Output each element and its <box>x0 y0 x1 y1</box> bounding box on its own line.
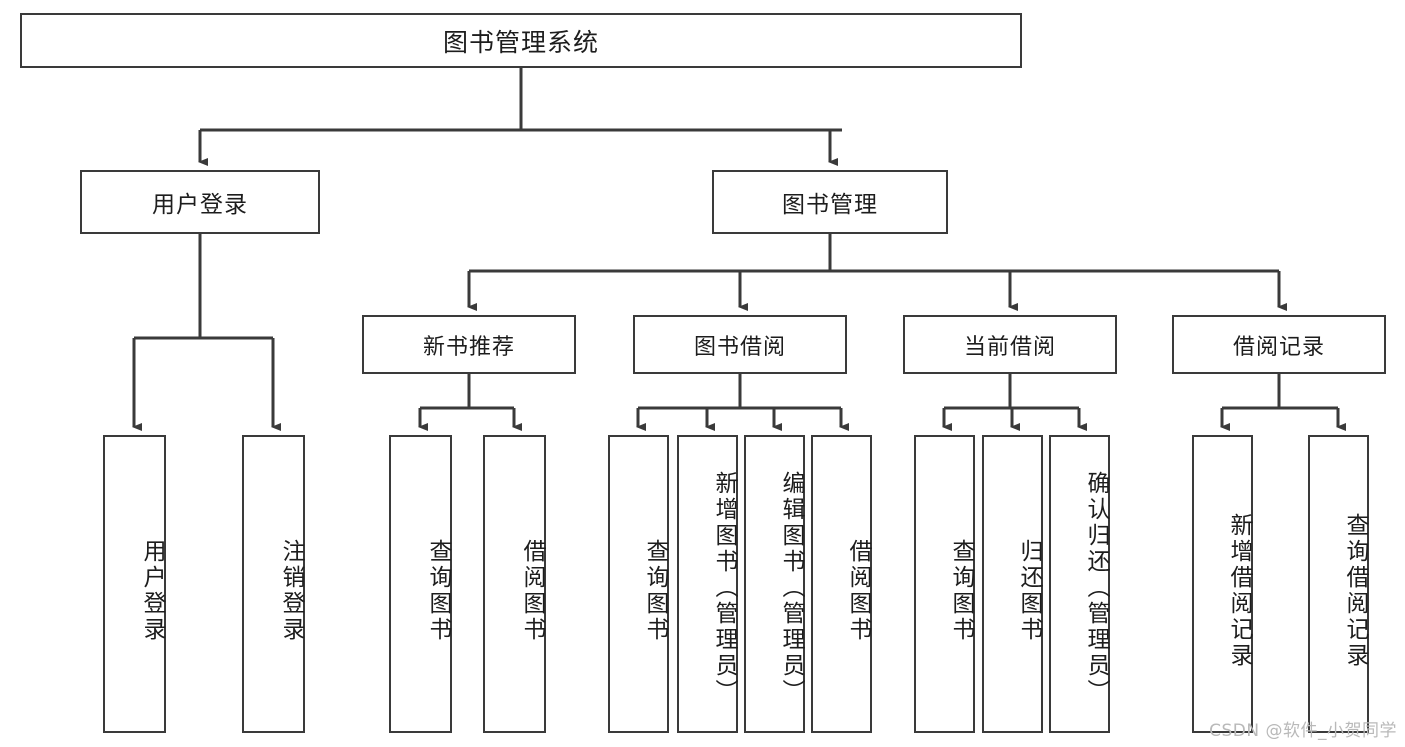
node-leaf-query-book-3[interactable]: 查询图书 <box>914 435 975 733</box>
node-leaf-edit-book[interactable]: 编辑图书（管理员） <box>744 435 805 733</box>
node-leaf-add-book-label: 新增图书（管理员） <box>711 471 737 705</box>
node-book-borrow[interactable]: 图书借阅 <box>633 315 847 374</box>
node-leaf-add-book[interactable]: 新增图书（管理员） <box>677 435 738 733</box>
node-root-label: 图书管理系统 <box>442 27 599 57</box>
node-book-manage-label: 图书管理 <box>782 192 878 218</box>
node-leaf-confirm-return[interactable]: 确认归还（管理员） <box>1049 435 1110 733</box>
node-user-login[interactable]: 用户登录 <box>80 170 320 234</box>
node-leaf-return-book[interactable]: 归还图书 <box>982 435 1043 733</box>
node-leaf-query-book-2-label: 查询图书 <box>642 539 668 643</box>
node-leaf-add-record-label: 新增借阅记录 <box>1226 513 1252 669</box>
node-leaf-logout-login-label: 注销登录 <box>278 539 304 643</box>
node-leaf-borrow-book-1-label: 借阅图书 <box>519 539 545 643</box>
node-leaf-return-book-label: 归还图书 <box>1016 539 1042 643</box>
node-current-borrow[interactable]: 当前借阅 <box>903 315 1117 374</box>
node-book-borrow-label: 图书借阅 <box>693 334 786 360</box>
node-new-book-recommend[interactable]: 新书推荐 <box>362 315 576 374</box>
node-book-manage[interactable]: 图书管理 <box>712 170 948 234</box>
node-leaf-user-login[interactable]: 用户登录 <box>103 435 166 733</box>
node-leaf-user-login-label: 用户登录 <box>139 539 165 643</box>
node-leaf-query-book-2[interactable]: 查询图书 <box>608 435 669 733</box>
node-leaf-query-book-3-label: 查询图书 <box>948 539 974 643</box>
node-leaf-query-record[interactable]: 查询借阅记录 <box>1308 435 1369 733</box>
node-leaf-add-record[interactable]: 新增借阅记录 <box>1192 435 1253 733</box>
node-leaf-confirm-return-label: 确认归还（管理员） <box>1083 471 1109 705</box>
node-root-system[interactable]: 图书管理系统 <box>20 13 1022 68</box>
node-borrow-record[interactable]: 借阅记录 <box>1172 315 1386 374</box>
node-leaf-edit-book-label: 编辑图书（管理员） <box>778 471 804 705</box>
node-user-login-label: 用户登录 <box>152 192 248 218</box>
node-borrow-record-label: 借阅记录 <box>1232 334 1325 360</box>
node-leaf-logout-login[interactable]: 注销登录 <box>242 435 305 733</box>
node-leaf-borrow-book-2-label: 借阅图书 <box>845 539 871 643</box>
node-leaf-query-record-label: 查询借阅记录 <box>1342 513 1368 669</box>
node-current-borrow-label: 当前借阅 <box>963 334 1056 360</box>
node-leaf-borrow-book-2[interactable]: 借阅图书 <box>811 435 872 733</box>
node-leaf-query-book-1-label: 查询图书 <box>425 539 451 643</box>
node-new-book-recommend-label: 新书推荐 <box>422 334 515 360</box>
node-leaf-query-book-1[interactable]: 查询图书 <box>389 435 452 733</box>
watermark-text: CSDN @软件_小贺同学 <box>1209 721 1397 741</box>
node-leaf-borrow-book-1[interactable]: 借阅图书 <box>483 435 546 733</box>
